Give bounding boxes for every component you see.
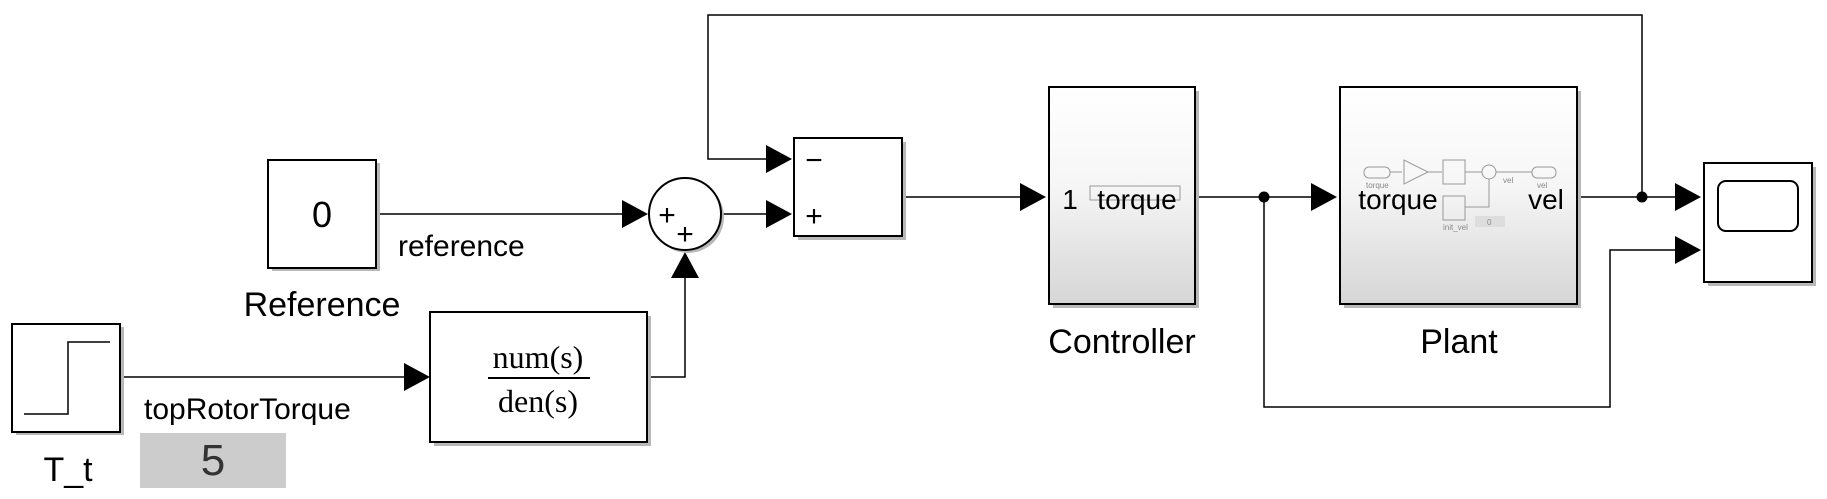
plant-block-name: Plant <box>1420 323 1498 361</box>
mini-ic-icon <box>1442 195 1466 221</box>
controller-block-name: Controller <box>1048 323 1195 361</box>
signal-wires <box>123 14 1675 408</box>
arrow-tf-input <box>404 363 430 391</box>
controller-port-number: 1 <box>1062 184 1078 215</box>
sum-round-block[interactable]: + + <box>648 177 724 253</box>
wire-feedback[interactable] <box>707 14 1643 197</box>
sum-rect-sign-top: − <box>805 144 823 177</box>
plant-block[interactable]: torque vel vel init_vel 0 torque vel <box>1339 86 1581 308</box>
scope-screen-icon <box>1717 180 1799 232</box>
branch-point-torque <box>1258 191 1270 203</box>
arrow-sum-rect-bottom <box>766 200 792 228</box>
arrow-controller-in <box>1020 183 1046 211</box>
sum-rect-block[interactable]: − + <box>793 137 906 240</box>
arrow-scope-in-2 <box>1675 236 1701 264</box>
arrow-sum-bottom <box>671 252 699 278</box>
branch-point-vel <box>1636 191 1648 203</box>
tf-numerator: num(s) <box>493 339 584 375</box>
plant-out-port-label: vel <box>1528 184 1564 215</box>
arrow-scope-in-1 <box>1675 183 1701 211</box>
wire-tf-to-sum[interactable] <box>650 278 686 378</box>
scope-block[interactable] <box>1703 162 1816 286</box>
arrow-sum-rect-top <box>766 145 792 173</box>
signal-label-reference: reference <box>398 230 525 263</box>
wire-torque-branch[interactable] <box>1263 197 1675 408</box>
signal-label-top-rotor-torque: topRotorTorque <box>144 393 351 426</box>
mini-gain-icon <box>1403 159 1430 185</box>
step-icon <box>24 341 110 415</box>
tf-denominator: den(s) <box>498 383 578 419</box>
mini-out-tag: vel <box>1537 181 1547 190</box>
arrowheads <box>404 145 1701 391</box>
controller-thumbnail <box>1089 185 1181 201</box>
sum-rect-sign-bottom: + <box>805 200 823 233</box>
mini-wire-label: vel <box>1503 176 1513 185</box>
mini-in-tag: torque <box>1366 181 1389 190</box>
sum-round-sign-bottom: + <box>676 218 694 251</box>
arrow-reference <box>622 200 648 228</box>
mini-outport-icon <box>1531 166 1557 179</box>
plant-thumbnail: torque vel vel init_vel 0 <box>1363 159 1557 232</box>
arrow-plant-in <box>1311 183 1337 211</box>
plant-in-port-label: torque <box>1358 184 1437 215</box>
reference-block[interactable]: 0 <box>267 159 380 271</box>
reference-value: 0 <box>312 194 332 235</box>
display-value: 5 <box>201 436 225 485</box>
step-block-name: T_t <box>43 451 93 489</box>
reference-block-name: Reference <box>244 286 401 324</box>
transfer-fcn-block[interactable]: num(s) den(s) <box>429 311 651 446</box>
mini-init-value: 0 <box>1487 218 1492 227</box>
controller-block[interactable]: 1 torque <box>1048 86 1199 308</box>
step-block[interactable] <box>11 323 124 435</box>
controller-port-label: torque <box>1097 184 1176 215</box>
mini-init-label: init_vel <box>1443 223 1468 232</box>
display-block[interactable]: 5 <box>140 433 286 488</box>
sum-round-sign-top: + <box>658 199 676 232</box>
